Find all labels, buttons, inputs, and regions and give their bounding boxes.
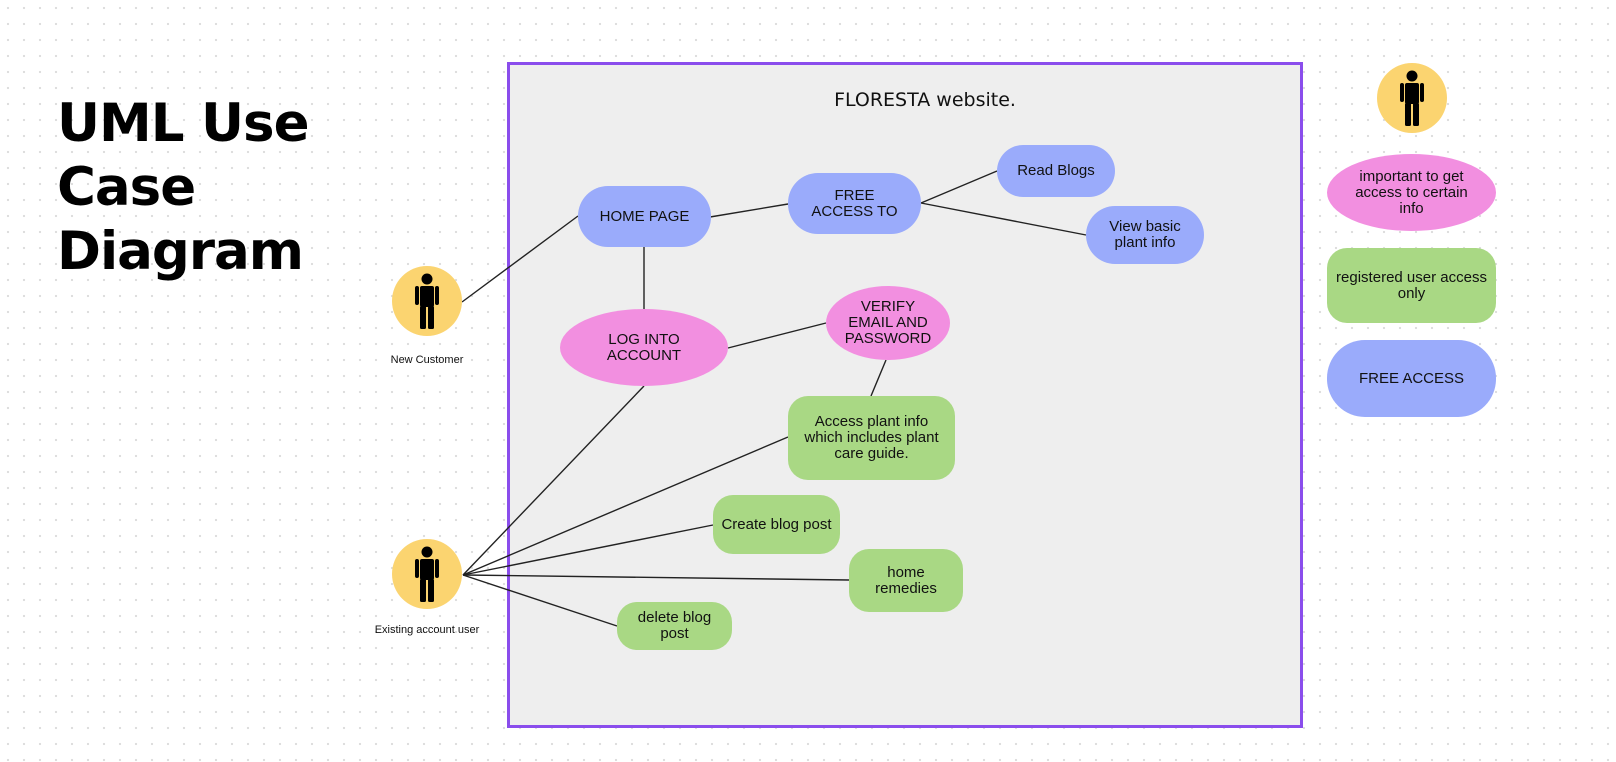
person-icon xyxy=(415,546,439,602)
legend-registered-only: registered user access only xyxy=(1327,248,1496,323)
use-case-home-remedies[interactable]: home remedies xyxy=(849,549,963,612)
use-case-verify-email-password[interactable]: VERIFY EMAIL AND PASSWORD xyxy=(826,286,950,360)
person-icon xyxy=(1400,70,1424,126)
actor-label-new-customer: New Customer xyxy=(390,354,464,366)
use-case-read-blogs[interactable]: Read Blogs xyxy=(997,145,1115,197)
system-name: FLORESTA website. xyxy=(834,89,1016,111)
use-case-free-access-to[interactable]: FREE ACCESS TO xyxy=(788,173,921,234)
person-icon xyxy=(415,273,439,329)
use-case-delete-blog-post[interactable]: delete blog post xyxy=(617,602,732,650)
actor-existing-user[interactable] xyxy=(392,539,462,609)
legend-free-access: FREE ACCESS xyxy=(1327,340,1496,417)
use-case-create-blog-post[interactable]: Create blog post xyxy=(713,495,840,554)
actor-new-customer[interactable] xyxy=(392,266,462,336)
legend-actor xyxy=(1377,63,1447,133)
diagram-title: UML Use Case Diagram xyxy=(57,93,310,282)
actor-label-existing-user: Existing account user xyxy=(374,624,480,636)
use-case-home-page[interactable]: HOME PAGE xyxy=(578,186,711,247)
use-case-access-plant-info[interactable]: Access plant info which includes plant c… xyxy=(788,396,955,480)
use-case-log-into-account[interactable]: LOG INTO ACCOUNT xyxy=(560,309,728,386)
legend-important: important to get access to certain info xyxy=(1327,154,1496,231)
use-case-view-basic-plant-info[interactable]: View basic plant info xyxy=(1086,206,1204,264)
